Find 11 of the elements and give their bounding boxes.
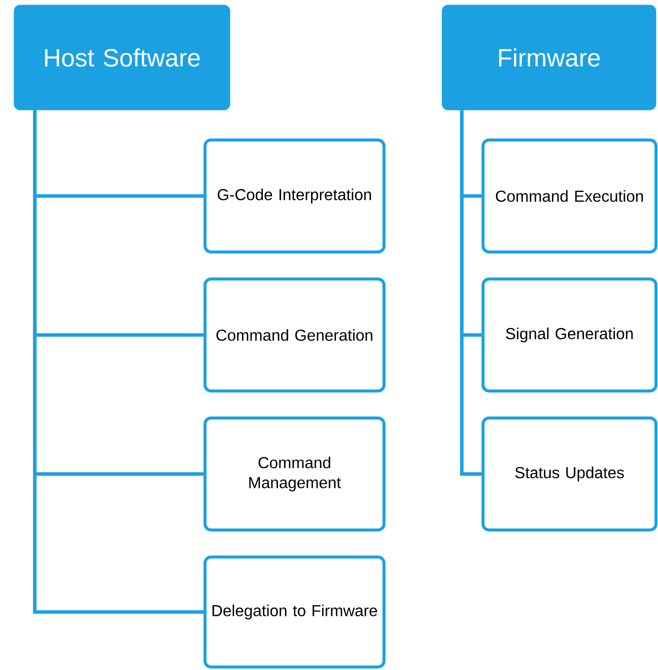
process-box: Command Generation: [204, 278, 386, 392]
process-box: G-Code Interpretation: [204, 138, 386, 254]
header-box: Host Software: [14, 4, 230, 110]
connector-line: [460, 110, 482, 476]
process-box: Command Execution: [482, 138, 658, 254]
connector-line: [33, 110, 204, 614]
header-box: Firmware: [442, 4, 656, 110]
process-box: Status Updates: [482, 416, 658, 532]
process-box: Signal Generation: [482, 278, 658, 392]
process-box: Command Management: [204, 416, 386, 532]
process-box: Delegation to Firmware: [204, 556, 386, 668]
